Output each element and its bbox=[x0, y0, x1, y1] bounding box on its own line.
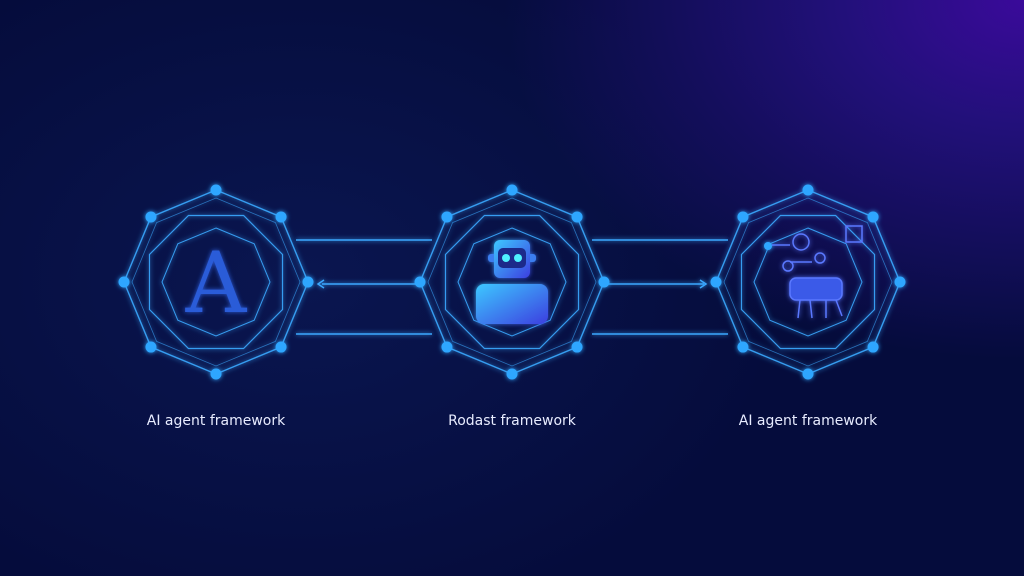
vertex-dot bbox=[275, 341, 287, 353]
vertex-dot bbox=[414, 276, 426, 288]
vertex-dot bbox=[145, 341, 157, 353]
octagon-ring bbox=[161, 227, 271, 337]
vertex-dot bbox=[441, 341, 453, 353]
octagon-ring bbox=[131, 197, 301, 367]
vertex-dot bbox=[867, 211, 879, 223]
vertex-dot bbox=[571, 341, 583, 353]
node-label: AI agent framework bbox=[146, 413, 286, 429]
framework-node bbox=[118, 184, 314, 380]
vertex-dot bbox=[275, 211, 287, 223]
framework-node bbox=[710, 184, 906, 380]
node-label: AI agent framework bbox=[738, 413, 878, 429]
connectors bbox=[296, 239, 728, 335]
octagon-ring bbox=[457, 227, 567, 337]
vertex-dot bbox=[894, 276, 906, 288]
octagon-ring bbox=[427, 197, 597, 367]
vertex-dot bbox=[210, 368, 222, 380]
vertex-dot bbox=[118, 276, 130, 288]
vertex-dot bbox=[506, 184, 518, 196]
robot-icon bbox=[476, 240, 548, 324]
octagon-ring bbox=[740, 214, 876, 350]
vertex-dot bbox=[802, 368, 814, 380]
vertex-dot bbox=[571, 211, 583, 223]
node-label: Rodast framework bbox=[448, 413, 576, 429]
vertex-dot bbox=[802, 184, 814, 196]
arrow-right-icon bbox=[699, 279, 708, 289]
vertex-dot bbox=[302, 276, 314, 288]
vertex-dot bbox=[710, 276, 722, 288]
arrow-left-icon bbox=[316, 279, 325, 289]
vertex-dot bbox=[441, 211, 453, 223]
octagon-ring bbox=[148, 214, 284, 350]
vertex-dot bbox=[598, 276, 610, 288]
vertex-dot bbox=[737, 211, 749, 223]
octagon-ring bbox=[723, 197, 893, 367]
letter-a-icon: A bbox=[185, 234, 248, 332]
octagon-ring bbox=[444, 214, 580, 350]
octagon-ring bbox=[753, 227, 863, 337]
framework-node bbox=[414, 184, 610, 380]
vertex-dot bbox=[210, 184, 222, 196]
letter-a: A bbox=[185, 234, 248, 332]
vertex-dot bbox=[867, 341, 879, 353]
vertex-dot bbox=[145, 211, 157, 223]
vertex-dot bbox=[506, 368, 518, 380]
vertex-dot bbox=[737, 341, 749, 353]
robot-circuit-icon bbox=[764, 225, 863, 319]
